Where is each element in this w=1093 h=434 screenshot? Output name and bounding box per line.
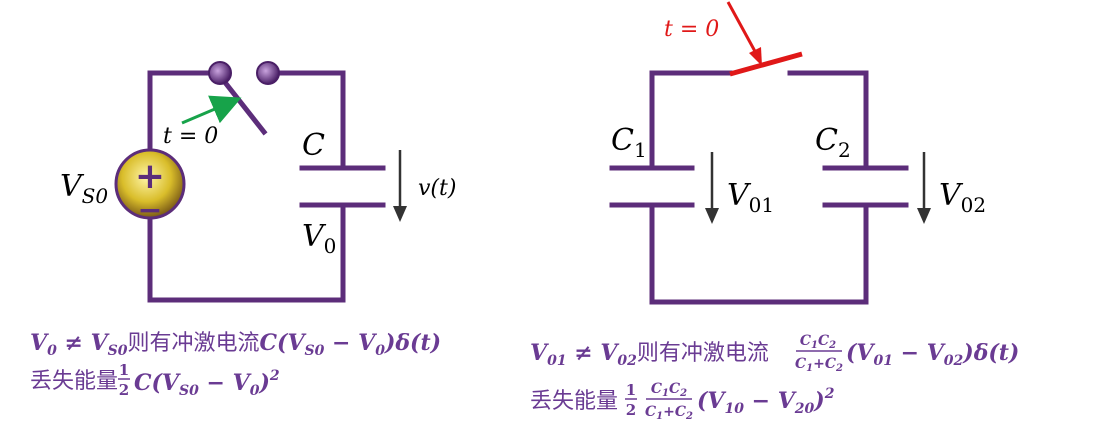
right-switch-arrow-head (749, 47, 762, 66)
source-minus: − (137, 193, 162, 228)
left-half-den: 2 (119, 381, 129, 399)
right-switch-blade (729, 51, 803, 77)
left-capacitor-label: C (302, 128, 325, 163)
left-equation-line2-text: 丢失能量 (30, 369, 118, 394)
left-output-arrow-head (393, 206, 407, 222)
right-equation-line1-lhs: V01 ≠ V02则有冲激电流 (530, 340, 769, 369)
right-half-num: 1 (626, 381, 636, 399)
c1-label: C1 (611, 123, 647, 162)
left-equation-line2: C(VS0 − V0)2 (134, 368, 280, 399)
v01-arrow-head (705, 208, 719, 224)
right-frac2-den: C1+C2 (645, 404, 693, 422)
left-half-num: 1 (119, 361, 129, 379)
output-voltage-label: v(t) (418, 176, 456, 201)
v02-label: V02 (939, 178, 986, 217)
right-equation-line2-text: 丢失能量 (530, 389, 618, 414)
voltage-source-icon (114, 148, 186, 220)
c2-label: C2 (815, 123, 851, 162)
left-switch-blade (216, 72, 268, 136)
left-switch-time: t = 0 (163, 124, 218, 149)
source-plus: + (135, 156, 165, 197)
source-voltage-label: VS0 (60, 169, 108, 208)
right-frac-num: C1C2 (800, 333, 836, 351)
v01-label: V01 (727, 178, 774, 217)
left-switch-terminal-a (208, 61, 232, 85)
left-equation-line1: V0 ≠ VS0则有冲激电流C(VS0 − V0)δ(t) (30, 330, 441, 359)
right-equation-line2: (V10 − V20)2 (697, 386, 835, 417)
right-half-den: 2 (626, 401, 636, 419)
left-switch-arrow (181, 95, 242, 125)
right-frac2-num: C1C2 (651, 381, 687, 399)
right-switch-arrow-shaft (726, 1, 759, 56)
right-switch-time: t = 0 (664, 17, 719, 42)
left-circuit (147, 70, 386, 303)
right-equation-line1-rhs: (V01 − V02)δ(t) (846, 340, 1019, 369)
left-switch-terminal-b (256, 61, 280, 85)
v02-arrow-head (917, 208, 931, 224)
left-capacitor-voltage: V0 (302, 219, 336, 258)
right-circuit (609, 70, 909, 305)
right-frac-den: C1+C2 (795, 356, 843, 374)
